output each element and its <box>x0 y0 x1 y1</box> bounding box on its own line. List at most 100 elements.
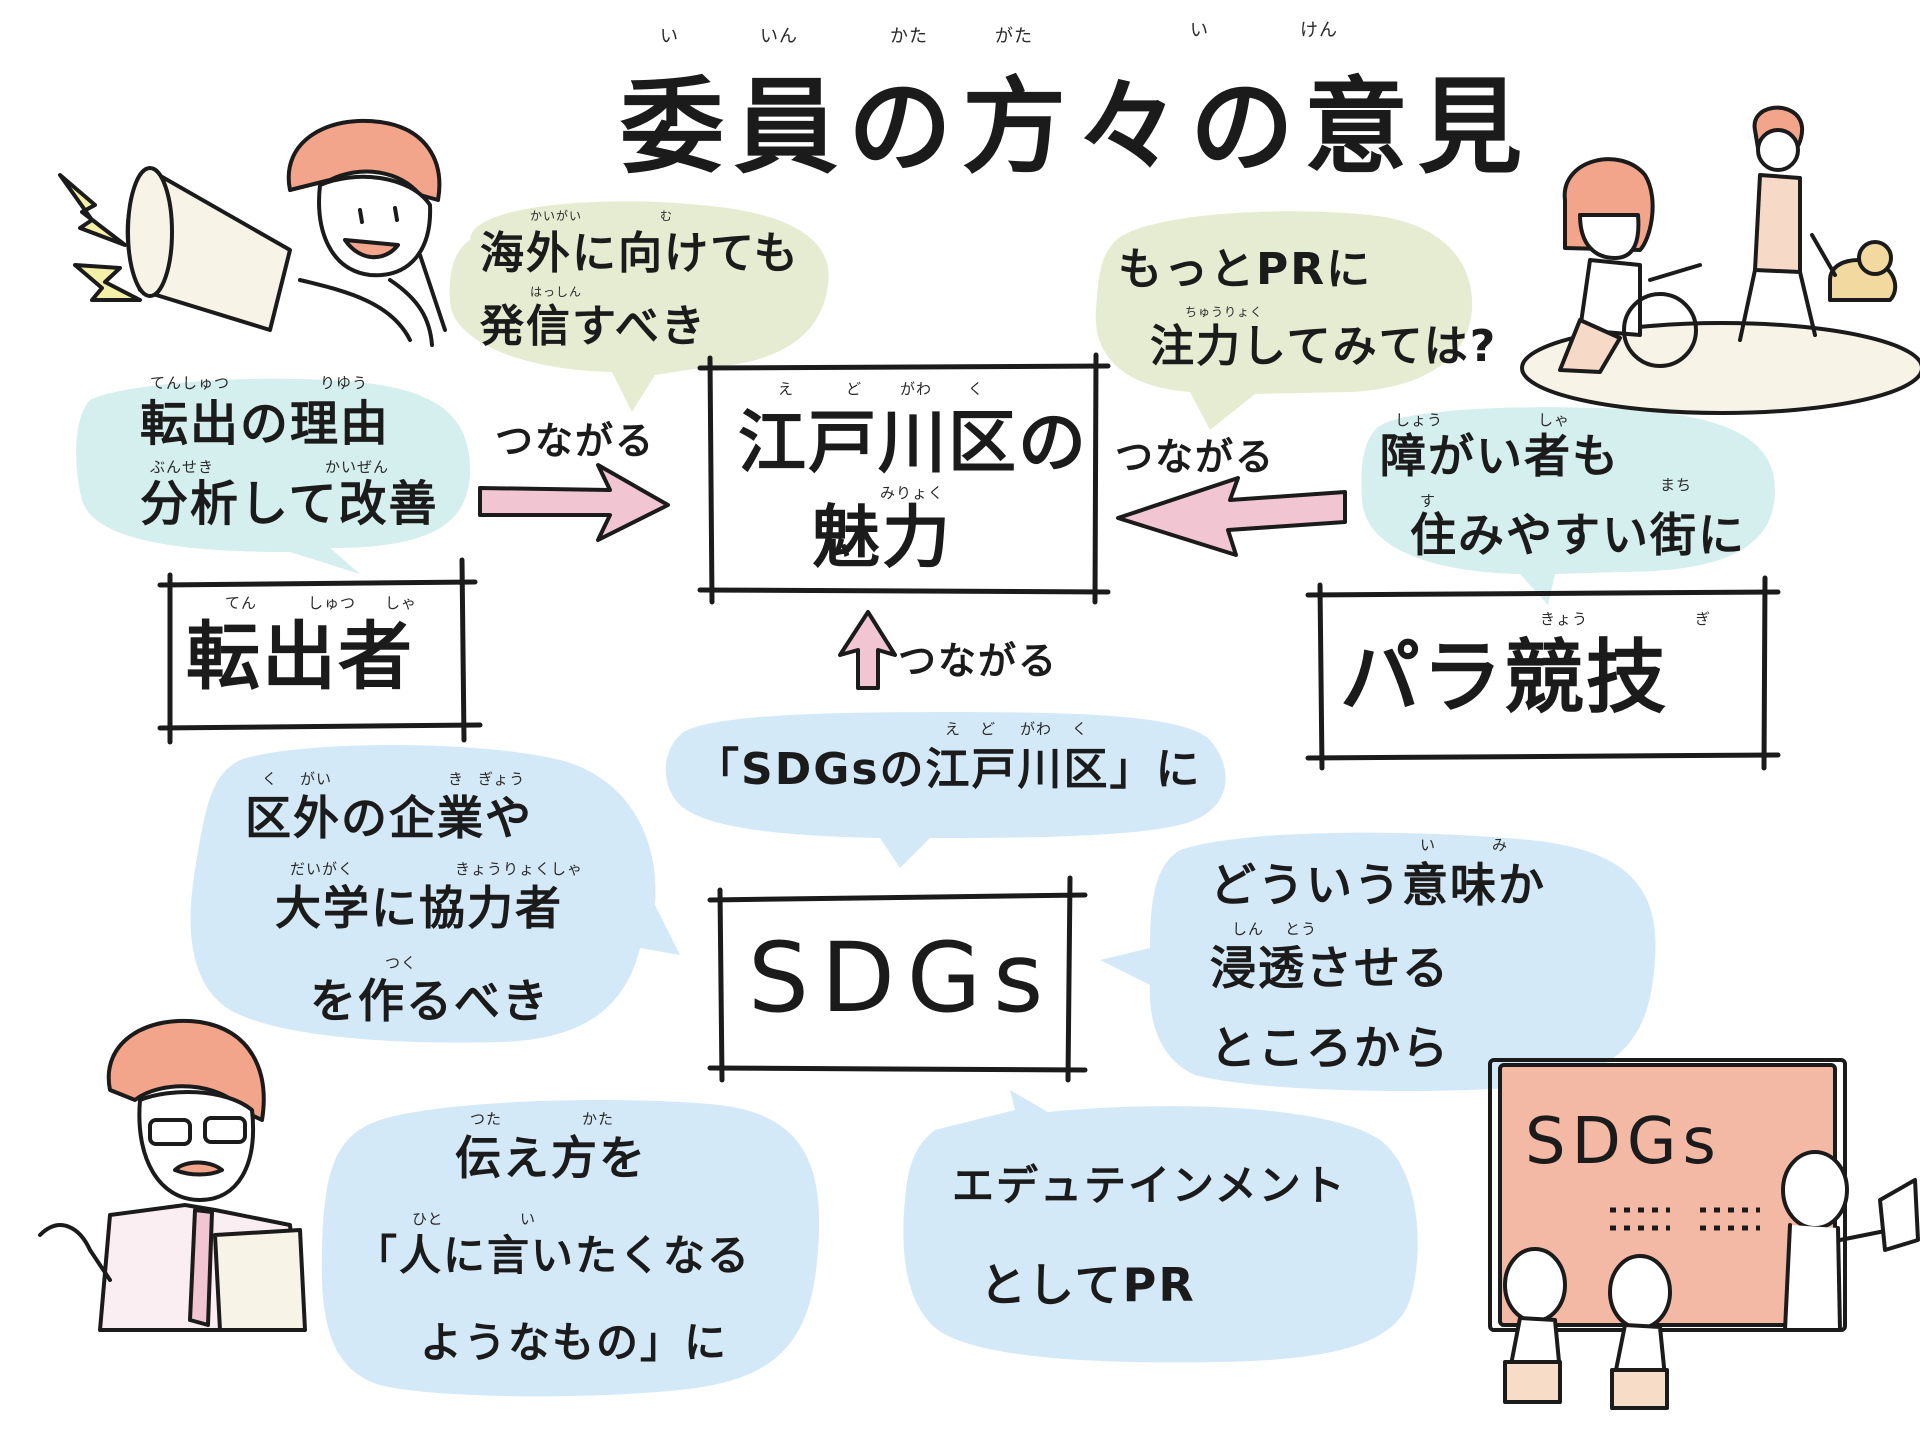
bubble-barrier-line-2: 住みやすい街に <box>1410 508 1746 562</box>
bubble-meaning-line-3: ところから <box>1210 1021 1450 1075</box>
center-box-line-1: 江戸川区の <box>738 404 1089 483</box>
bubble-edutainment-line-2: としてPR <box>980 1258 1196 1312</box>
barrier-ruby-4: まち <box>1660 476 1693 494</box>
tsutaekata-ruby-1: つた <box>470 1110 503 1128</box>
bubble-tsutaekata-line-3: ようなもの」に <box>420 1318 729 1367</box>
connector-label-right: つながる <box>1115 435 1276 479</box>
title-ruby-6: けん <box>1300 20 1338 41</box>
bubble-edutainment <box>903 1090 1418 1363</box>
center-ruby-gawa: がわ <box>900 380 933 398</box>
bubble-pr-line-1: もっとPRに <box>1118 244 1373 295</box>
reason-ruby-3: ぶんせき <box>150 458 215 476</box>
center-ruby-ku: く <box>968 380 985 398</box>
bubble-partners-line-3: を作るべき <box>310 974 550 1028</box>
bubble-barrier-line-1: 障がい者も <box>1380 429 1620 483</box>
para-ruby-1: きょう <box>1540 610 1589 628</box>
bubble-tsutaekata-line-1: 伝え方を <box>455 1131 647 1185</box>
title-ruby-5: い <box>1190 20 1209 41</box>
sdgs-edogawa-ruby-2: ど <box>980 720 997 738</box>
bubble-pr-line-2: 注力してみては? <box>1150 321 1498 372</box>
wheelchair-user-icon <box>1520 157 1920 415</box>
bubble-overseas <box>449 201 829 412</box>
sdgs-box-frame <box>707 875 1088 1083</box>
page-title: 委員の方々の意見 <box>620 66 1533 188</box>
bubble-tsutaekata-line-2: 「人に言いたくなる <box>355 1231 752 1280</box>
guide-dog-walker-icon <box>1738 105 1898 342</box>
para-ruby-2: ぎ <box>1695 610 1712 628</box>
overseas-ruby-3: はっしん <box>530 285 583 299</box>
tsutaekata-ruby-4: い <box>520 1210 537 1228</box>
partners-ruby-7: つく <box>385 954 418 972</box>
center-ruby-miryoku: みりょく <box>880 484 945 502</box>
title-ruby-2: いん <box>760 26 798 47</box>
tenshutsusha-box-frame <box>157 557 483 745</box>
title-ruby-1: い <box>660 26 679 47</box>
tenshutsusha-ruby-1: てん <box>225 594 258 612</box>
connector-label-left: つながる <box>495 419 656 463</box>
arrow-left-to-center <box>478 463 670 542</box>
tsutaekata-ruby-3: ひと <box>412 1210 444 1228</box>
lightning-icon <box>58 173 142 302</box>
arrow-right-to-center <box>1116 476 1347 557</box>
meaning-ruby-1: い <box>1420 836 1437 854</box>
para-box-frame <box>1305 575 1781 771</box>
title-ruby-4: がた <box>995 26 1033 47</box>
bubble-partners-line-1: 区外の企業や <box>245 791 533 845</box>
sdgs-edogawa-ruby-1: え <box>945 720 962 738</box>
bubble-edutainment-line-1: エデュテインメント <box>952 1161 1347 1210</box>
center-ruby-edo: え <box>778 380 795 398</box>
teacher-person-icon <box>38 1018 307 1332</box>
partners-ruby-4: ぎょう <box>478 770 526 788</box>
arrow-bottom-to-center <box>838 610 897 690</box>
topic-box-para: パラ競技 <box>1340 631 1668 724</box>
partners-ruby-3: き <box>448 770 465 788</box>
sdgs-edogawa-ruby-4: く <box>1072 720 1089 738</box>
bubble-overseas-line-1: 海外に向けても <box>480 228 800 279</box>
bubble-reason <box>76 378 470 574</box>
bubble-overseas-line-2: 発信すべき <box>480 301 707 352</box>
bubble-partners-line-2: 大学に協力者 <box>275 881 563 935</box>
partners-ruby-5: だいがく <box>290 860 355 878</box>
reason-ruby-4: かいぜん <box>325 458 390 476</box>
bubble-meaning-line-2: 浸透させる <box>1210 941 1450 995</box>
bubble-partners <box>190 745 680 1043</box>
connector-label-bottom: つながる <box>898 639 1059 683</box>
topic-box-tenshutsusha: 転出者 <box>186 614 414 700</box>
partners-ruby-1: く <box>262 770 279 788</box>
bubble-barrier <box>1361 407 1775 605</box>
bubble-meaning <box>1100 832 1656 1092</box>
barrier-ruby-1: しょう <box>1395 411 1444 429</box>
bubble-sdgs-edogawa-text: 「SDGsの江戸川区」に <box>695 744 1202 795</box>
title-ruby-3: かた <box>890 26 928 47</box>
bubble-tsutaekata <box>321 1100 820 1397</box>
overseas-ruby-1: かいがい <box>530 209 583 223</box>
reason-ruby-2: りゆう <box>320 374 369 392</box>
topic-box-sdgs: SDGs <box>748 922 1056 1034</box>
center-box-line-2: 魅力 <box>812 499 953 578</box>
sdgs-edogawa-ruby-3: がわ <box>1020 720 1053 738</box>
barrier-ruby-3: す <box>1420 492 1437 510</box>
meaning-ruby-3: しん <box>1232 920 1265 938</box>
megaphone-person-icon <box>125 118 447 347</box>
barrier-ruby-2: しゃ <box>1538 411 1571 429</box>
tsutaekata-ruby-2: かた <box>582 1110 615 1128</box>
tenshutsusha-ruby-3: しゃ <box>385 594 418 612</box>
bubble-pr <box>1095 211 1473 430</box>
tenshutsusha-ruby-2: しゅつ <box>308 594 357 612</box>
meaning-ruby-2: み <box>1492 836 1509 854</box>
listener-people-icon <box>1503 1150 1920 1410</box>
reason-ruby-1: てんしゅつ <box>150 374 231 392</box>
center-box-frame <box>697 352 1111 605</box>
partners-ruby-2: がい <box>300 770 333 788</box>
pr-ruby-1: ちゅうりょく <box>1185 305 1264 319</box>
bubble-reason-line-1: 転出の理由 <box>140 396 391 452</box>
bubble-meaning-line-1: どういう意味か <box>1210 858 1546 912</box>
center-ruby-do: ど <box>846 380 863 398</box>
partners-ruby-6: きょうりょくしゃ <box>455 860 584 878</box>
board-label: SDGs <box>1525 1105 1722 1179</box>
overseas-ruby-2: む <box>660 209 674 223</box>
bubble-reason-line-2: 分析して改善 <box>140 476 439 532</box>
meaning-ruby-4: とう <box>1285 920 1318 938</box>
